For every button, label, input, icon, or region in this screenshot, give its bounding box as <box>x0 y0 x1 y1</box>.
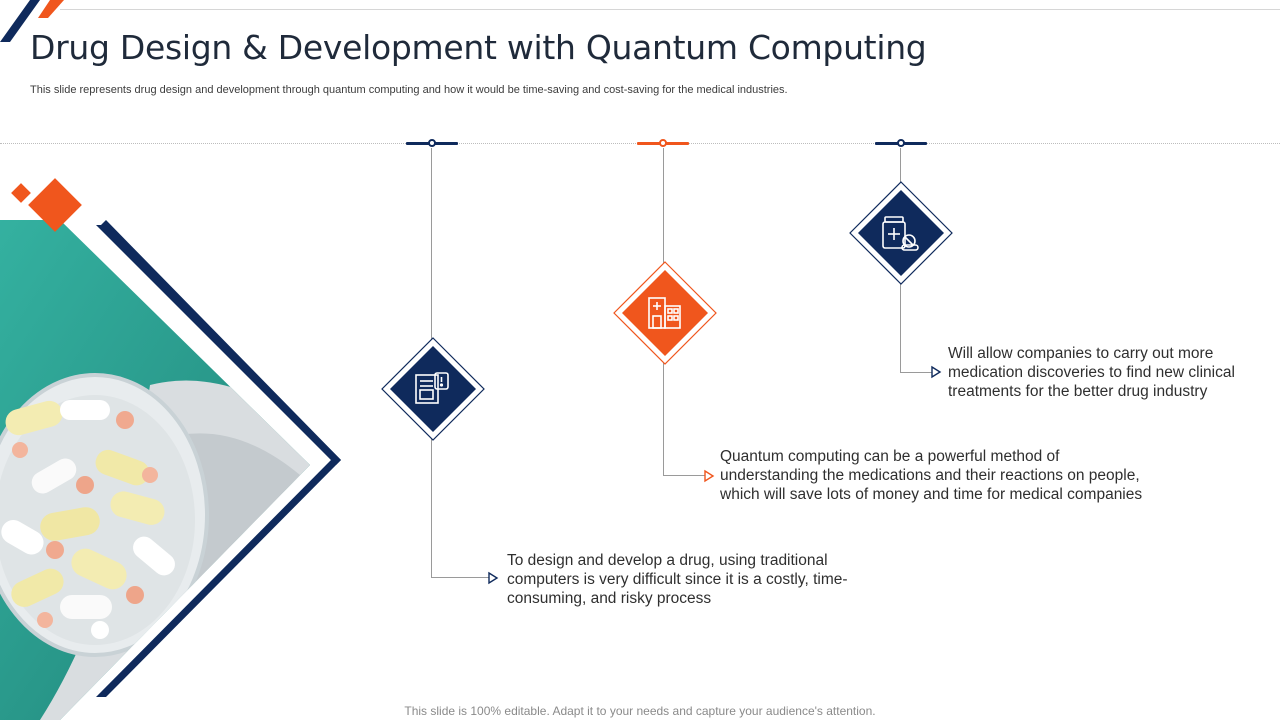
timeline-marker-dot-3 <box>897 139 905 147</box>
arrow-right-icon <box>704 469 715 483</box>
hospital-building-icon <box>648 297 681 329</box>
report-document-icon <box>415 372 449 404</box>
page-title: Drug Design & Development with Quantum C… <box>30 28 927 67</box>
milestone-text-2: Quantum computing can be a powerful meth… <box>720 448 1143 503</box>
timeline-marker-dot-1 <box>428 139 436 147</box>
header-rule <box>60 9 1280 10</box>
medicine-bottle-pills-icon <box>882 216 919 251</box>
header-corner-decoration <box>0 0 64 42</box>
connector-elbow-3 <box>900 372 932 373</box>
arrow-right-icon <box>488 571 499 585</box>
connector-elbow-2 <box>663 475 705 476</box>
orange-diamond-decoration <box>11 178 82 232</box>
arrow-right-icon <box>931 365 942 379</box>
milestone-text-1: To design and develop a drug, using trad… <box>507 552 848 607</box>
footer-note: This slide is 100% editable. Adapt it to… <box>404 704 876 718</box>
pills-bowl-image <box>0 220 341 720</box>
connector-elbow-1 <box>431 577 489 578</box>
page-subtitle: This slide represents drug design and de… <box>30 84 788 96</box>
milestone-diamond-3 <box>849 181 953 285</box>
milestone-diamond-1 <box>381 337 485 441</box>
milestone-text-3: Will allow companies to carry out more m… <box>948 345 1235 400</box>
timeline-marker-dot-2 <box>659 139 667 147</box>
